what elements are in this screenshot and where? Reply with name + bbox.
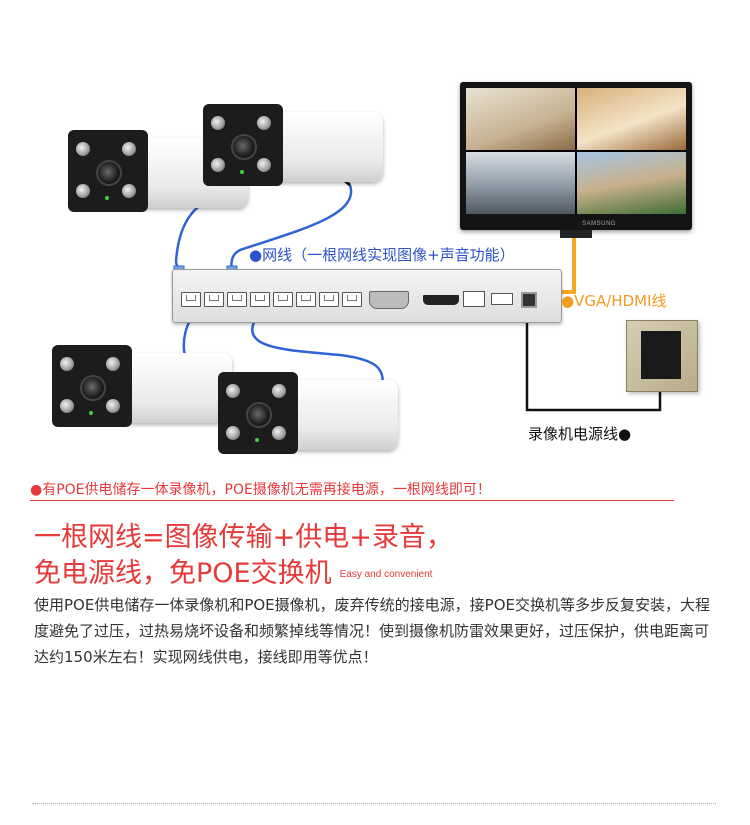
camera-front [203,104,283,186]
ir-led-icon [226,384,240,398]
camera-lens-icon [96,160,122,186]
camera-housing [122,353,232,423]
poe-port-6 [296,292,316,307]
ir-led-icon [122,142,136,156]
black-bullet-icon: ● [618,425,631,443]
poe-port-5 [273,292,293,307]
ir-led-icon [211,116,225,130]
hdmi-port [423,295,459,305]
poe-port-4 [250,292,270,307]
status-light-icon [105,196,109,200]
camera-front [52,345,132,427]
poe-port-7 [319,292,339,307]
ir-led-icon [257,158,271,172]
poe-port-2 [204,292,224,307]
ir-led-icon [272,384,286,398]
footer-divider [32,803,716,804]
camera-view-house-exterior [577,152,686,214]
description-paragraph: 使用POE供电储存一体录像机和POE摄像机，废弃传统的接电源，接POE交换机等多… [34,592,714,670]
wall-socket [626,320,698,392]
network-cable-label-text: 网线（一根网线实现图像+声音功能） [262,246,515,264]
vga-cable-label-text: VGA/HDMI线 [574,292,666,310]
ir-led-icon [76,184,90,198]
poe-info-banner-text: ●有POE供电储存一体录像机，POE摄像机无需再接电源，一根网线即可！ [30,479,491,499]
camera-lens-icon [246,402,272,428]
status-light-icon [240,170,244,174]
network-cable-2 [231,185,351,280]
poe-info-banner: ●有POE供电储存一体录像机，POE摄像机无需再接电源，一根网线即可！ [30,476,674,501]
headline-line-2-text: 免电源线，免POE交换机 [34,558,332,589]
power-port [521,292,537,308]
usb-port [491,293,513,305]
ir-led-icon [60,399,74,413]
ir-led-icon [106,357,120,371]
status-light-icon [255,438,259,442]
power-cable-label: 录像机电源线● [528,423,631,444]
vga-cable-label: ●VGA/HDMI线 [561,290,667,311]
poe-port-3 [227,292,247,307]
ir-led-icon [122,184,136,198]
poe-nvr-recorder [172,269,562,323]
monitor-screen [466,88,686,214]
poe-connection-diagram: SAMSUNG [0,0,750,470]
headline-line-2: 免电源线，免POE交换机 Easy and convenient [34,556,453,593]
monitor: SAMSUNG [460,82,692,230]
camera-housing [273,112,383,182]
ir-led-icon [106,399,120,413]
vga-port [369,291,409,309]
camera-front [68,130,148,212]
monitor-brand: SAMSUNG [582,221,616,227]
headline-tagline: Easy and convenient [340,569,433,580]
ir-led-icon [76,142,90,156]
power-cable-label-text: 录像机电源线 [528,425,618,443]
camera-view-living-room [466,88,575,150]
ir-led-icon [272,426,286,440]
ir-led-icon [60,357,74,371]
ir-led-icon [226,426,240,440]
status-light-icon [89,411,93,415]
camera-front [218,372,298,454]
camera-view-garage [466,152,575,214]
ir-led-icon [257,116,271,130]
camera-lens-icon [231,134,257,160]
camera-view-kitchen [577,88,686,150]
poe-port-8 [342,292,362,307]
monitor-stand [560,230,592,238]
network-cable-label: ●网线（一根网线实现图像+声音功能） [249,244,515,265]
orange-bullet-icon: ● [561,292,574,310]
ir-led-icon [211,158,225,172]
camera-lens-icon [80,375,106,401]
headline: 一根网线=图像传输+供电+录音， 免电源线，免POE交换机 Easy and co… [34,520,453,593]
lan-port [463,291,485,307]
headline-line-1: 一根网线=图像传输+供电+录音， [34,520,453,556]
camera-housing [288,380,398,450]
wall-socket-face [641,331,681,379]
poe-port-1 [181,292,201,307]
blue-bullet-icon: ● [249,246,262,264]
